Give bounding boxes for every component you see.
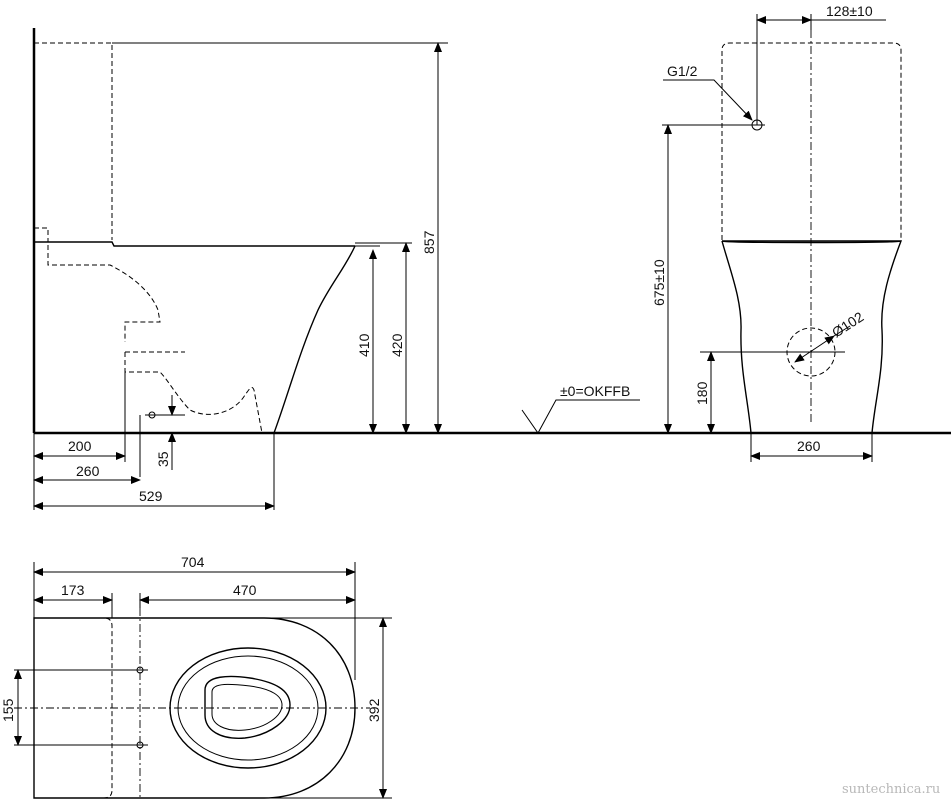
dim-704-text: 704 bbox=[181, 554, 205, 570]
dim-857-text: 857 bbox=[421, 230, 437, 254]
top-view: 155 704 173 470 392 bbox=[0, 554, 392, 799]
dim-180-text: 180 bbox=[694, 381, 710, 405]
dim-155-text: 155 bbox=[0, 698, 16, 722]
dim-35-text: 35 bbox=[155, 451, 171, 467]
dim-128-text: 128±10 bbox=[826, 3, 873, 19]
watermark: suntechnica.ru bbox=[842, 782, 940, 797]
dim-410-text: 410 bbox=[356, 333, 372, 357]
dim-420-text: 420 bbox=[389, 333, 405, 357]
side-seat bbox=[34, 241, 355, 247]
top-bowl-opening bbox=[204, 675, 291, 739]
floor-label: ±0=OKFFB bbox=[560, 383, 630, 399]
dim-675-text: 675±10 bbox=[651, 259, 667, 306]
g12-leader bbox=[663, 79, 753, 121]
dim-260-side-text: 260 bbox=[76, 463, 100, 479]
front-bowl-outline bbox=[721, 240, 903, 434]
side-bowl-outline bbox=[273, 245, 356, 434]
floor-reference: ±0=OKFFB bbox=[521, 383, 640, 434]
dim-260-front-text: 260 bbox=[797, 438, 821, 454]
side-view: 200 260 529 35 410 420 857 bbox=[32, 28, 951, 510]
dim-200-text: 200 bbox=[68, 438, 92, 454]
dim-173-text: 173 bbox=[61, 582, 85, 598]
side-trapway bbox=[47, 245, 263, 434]
side-seat-hinge bbox=[34, 227, 49, 242]
dim-392-text: 392 bbox=[366, 698, 382, 722]
front-view: G1/2 128±10 675±10 Ø102 180 260 bbox=[651, 3, 903, 462]
side-tank-outline bbox=[34, 42, 113, 240]
dim-102-text: Ø102 bbox=[829, 308, 867, 340]
g12-text: G1/2 bbox=[667, 63, 698, 79]
dim-529-text: 529 bbox=[139, 488, 163, 504]
dim-470-text: 470 bbox=[233, 582, 257, 598]
front-tank-outline bbox=[721, 42, 902, 240]
dim-102-line bbox=[794, 335, 835, 363]
